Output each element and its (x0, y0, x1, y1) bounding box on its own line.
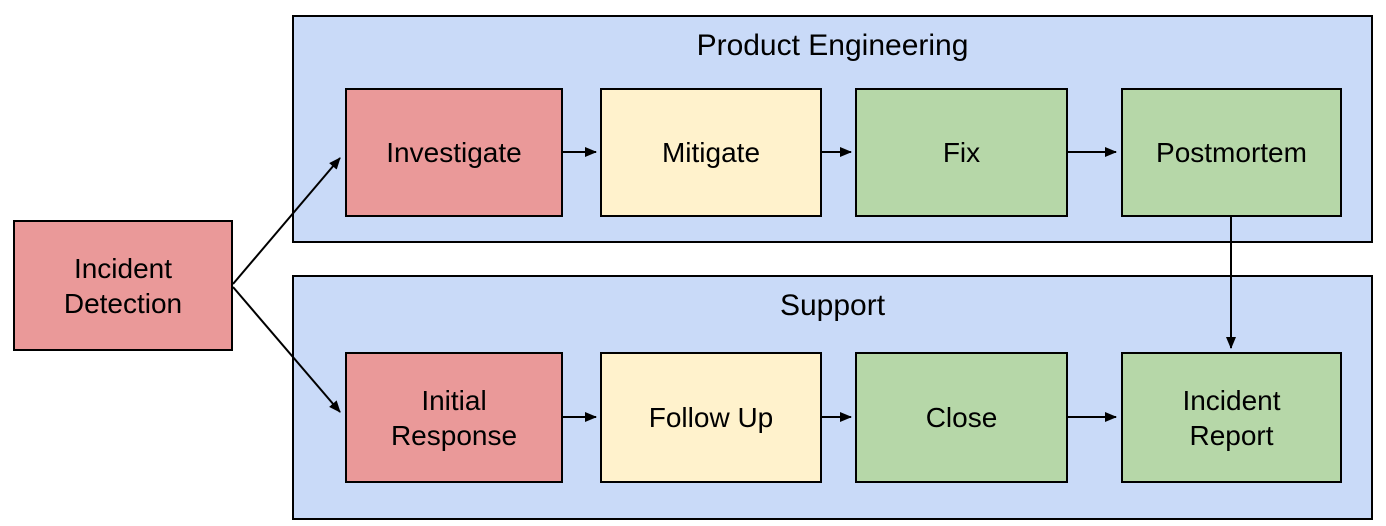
node-initial-response[interactable]: Initial Response (345, 352, 563, 483)
node-incident-report[interactable]: Incident Report (1121, 352, 1342, 483)
node-incident-detection[interactable]: Incident Detection (13, 220, 233, 351)
node-close[interactable]: Close (855, 352, 1068, 483)
node-follow-up[interactable]: Follow Up (600, 352, 822, 483)
lane-title-support: Support (779, 289, 886, 322)
node-fix[interactable]: Fix (855, 88, 1068, 217)
node-postmortem[interactable]: Postmortem (1121, 88, 1342, 217)
lane-title-product-engineering: Product Engineering (696, 29, 969, 62)
node-investigate[interactable]: Investigate (345, 88, 563, 217)
node-mitigate[interactable]: Mitigate (600, 88, 822, 217)
